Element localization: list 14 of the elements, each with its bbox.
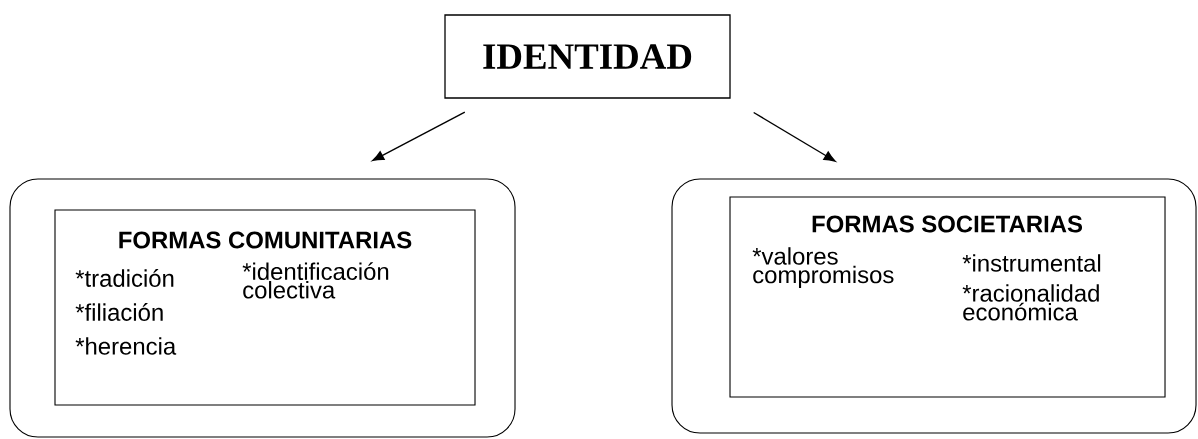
bullet-item: *valores compromisos xyxy=(752,247,894,289)
box-heading: FORMAS SOCIETARIAS xyxy=(812,215,1082,233)
bullet-item: *herencia xyxy=(75,337,177,355)
rounded-box xyxy=(671,178,1197,434)
bullet-item: *instrumental xyxy=(962,254,1101,272)
arrow xyxy=(753,111,836,162)
bullet-item: *tradición xyxy=(75,269,174,287)
bullet-item: *identificación colectiva xyxy=(242,262,389,299)
arrow xyxy=(372,111,466,162)
bullet-item: *racionalidad económica xyxy=(962,284,1099,321)
title-box: IDENTIDAD xyxy=(444,14,731,99)
bullet-item: *filiación xyxy=(75,303,163,321)
rounded-box xyxy=(9,178,516,438)
box-heading: FORMAS COMUNITARIAS xyxy=(119,231,412,249)
